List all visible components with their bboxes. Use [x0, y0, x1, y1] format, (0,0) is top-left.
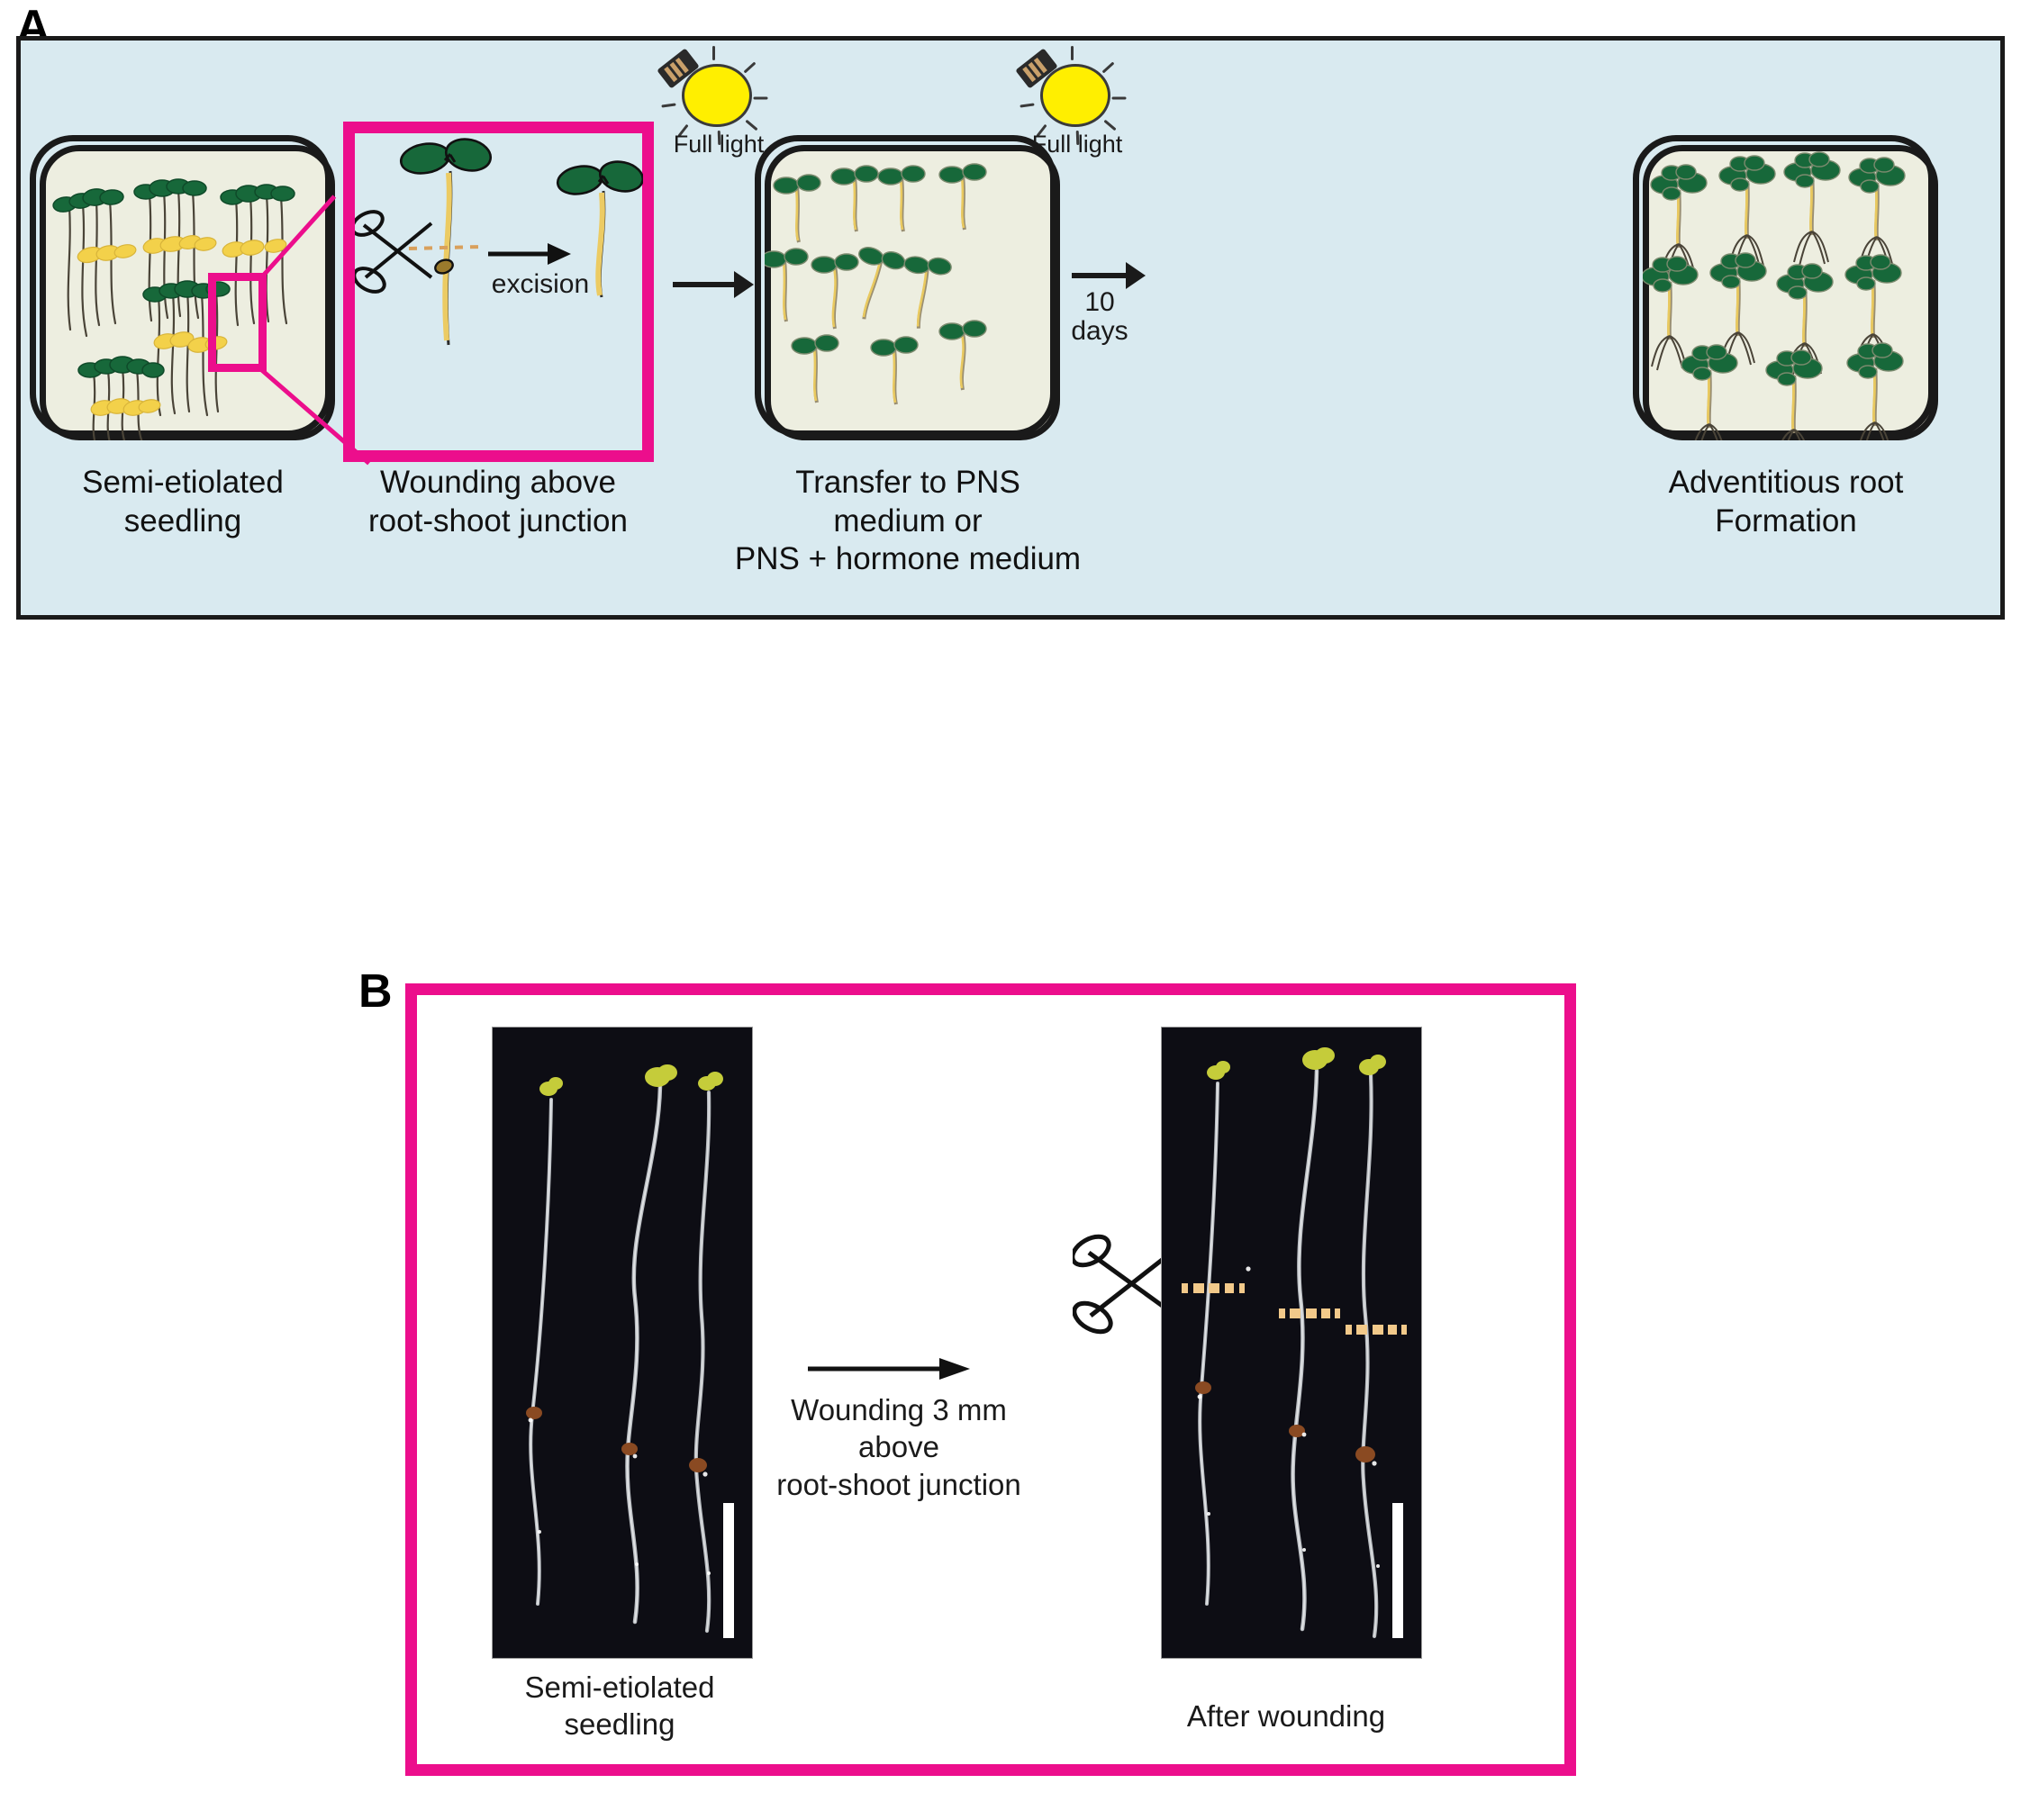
plate-4-seedlings: [1643, 145, 1938, 440]
step-2-caption-line-2: root-shoot junction: [368, 503, 628, 539]
photo-1-caption-line-2: seedling: [564, 1707, 675, 1742]
plate-transfer-pns: [755, 135, 1060, 440]
scale-bar-left: [723, 1503, 734, 1638]
light-bulb-icon: [1040, 64, 1110, 127]
ten-days-label: 10 days: [1056, 287, 1143, 347]
wounding-label-line-1: Wounding 3 mm: [791, 1393, 1007, 1426]
step-1-caption-line-2: seedling: [123, 503, 242, 539]
arrow-ten-days: [1072, 262, 1146, 289]
step-3-caption-line-3: PNS + hormone medium: [734, 541, 1082, 577]
panel-b-letter: B: [358, 965, 393, 1018]
plate-1-seedlings: [40, 145, 335, 440]
wounding-label-line-3: root-shoot junction: [776, 1467, 1021, 1501]
step-4-caption: Adventitious root Formation: [1624, 464, 1948, 540]
step-3-caption-line-2: medium or: [833, 503, 983, 539]
plate-outer-rim: [1633, 135, 1935, 437]
step-1-caption: Semi-etiolated seedling: [39, 464, 327, 540]
step-1-caption-line-1: Semi-etiolated: [82, 465, 284, 500]
wounding-arrow-label: Wounding 3 mm above root-shoot junction: [750, 1391, 1047, 1503]
photo-2-caption-line-1: After wounding: [1186, 1699, 1386, 1733]
wound-mark-dashes: [1182, 1283, 1407, 1335]
cut-seedling-group: [765, 163, 987, 405]
magnification-highlight-rect: [208, 273, 267, 372]
photo-2-content: [1162, 1028, 1421, 1658]
wounding-detail-box: excision: [343, 122, 654, 462]
scale-bar-right: [1392, 1503, 1403, 1638]
rooted-seedling-group: [1643, 145, 1938, 440]
full-light-label-1: Full light: [673, 131, 765, 158]
arrow-right-icon: [808, 1358, 970, 1380]
wounding-diagram: [355, 138, 643, 346]
wounding-label-line-2: above: [858, 1430, 939, 1464]
panel-a-container: Full light Full light: [16, 36, 2005, 620]
step-4-caption-line-1: Adventitious root: [1668, 465, 1904, 500]
ten-days-line-1: 10: [1084, 287, 1115, 317]
plate-outer-rim: [30, 135, 331, 437]
step-2-caption-line-1: Wounding above: [379, 465, 617, 500]
step-3-caption: Transfer to PNS medium or PNS + hormone …: [732, 464, 1083, 579]
photo-1-caption: Semi-etiolated seedling: [471, 1669, 768, 1743]
plate-3-seedlings: [765, 145, 1060, 440]
scissors-icon: [1073, 1234, 1175, 1335]
photo-after-wounding: [1161, 1027, 1422, 1659]
ten-days-line-2: days: [1071, 316, 1128, 347]
plate-outer-rim: [755, 135, 1056, 437]
photo-2-caption: After wounding: [1137, 1698, 1435, 1734]
excision-label: excision: [491, 269, 590, 299]
step-2-caption: Wounding above root-shoot junction: [336, 464, 660, 540]
plate-adventitious-roots: [1633, 135, 1938, 440]
photo-semi-etiolated-seedlings: [492, 1027, 753, 1659]
arrow-to-transfer-plate: [673, 271, 754, 298]
photo-1-caption-line-1: Semi-etiolated: [524, 1671, 715, 1704]
light-bulb-icon: [682, 64, 752, 127]
seedling-cluster-group-1: [52, 178, 295, 440]
step-3-caption-line-1: Transfer to PNS: [795, 465, 1020, 500]
step-4-caption-line-2: Formation: [1715, 503, 1857, 539]
photo-1-content: [493, 1028, 752, 1658]
panel-b-container: Wounding 3 mm above root-shoot junction: [405, 983, 1576, 1776]
